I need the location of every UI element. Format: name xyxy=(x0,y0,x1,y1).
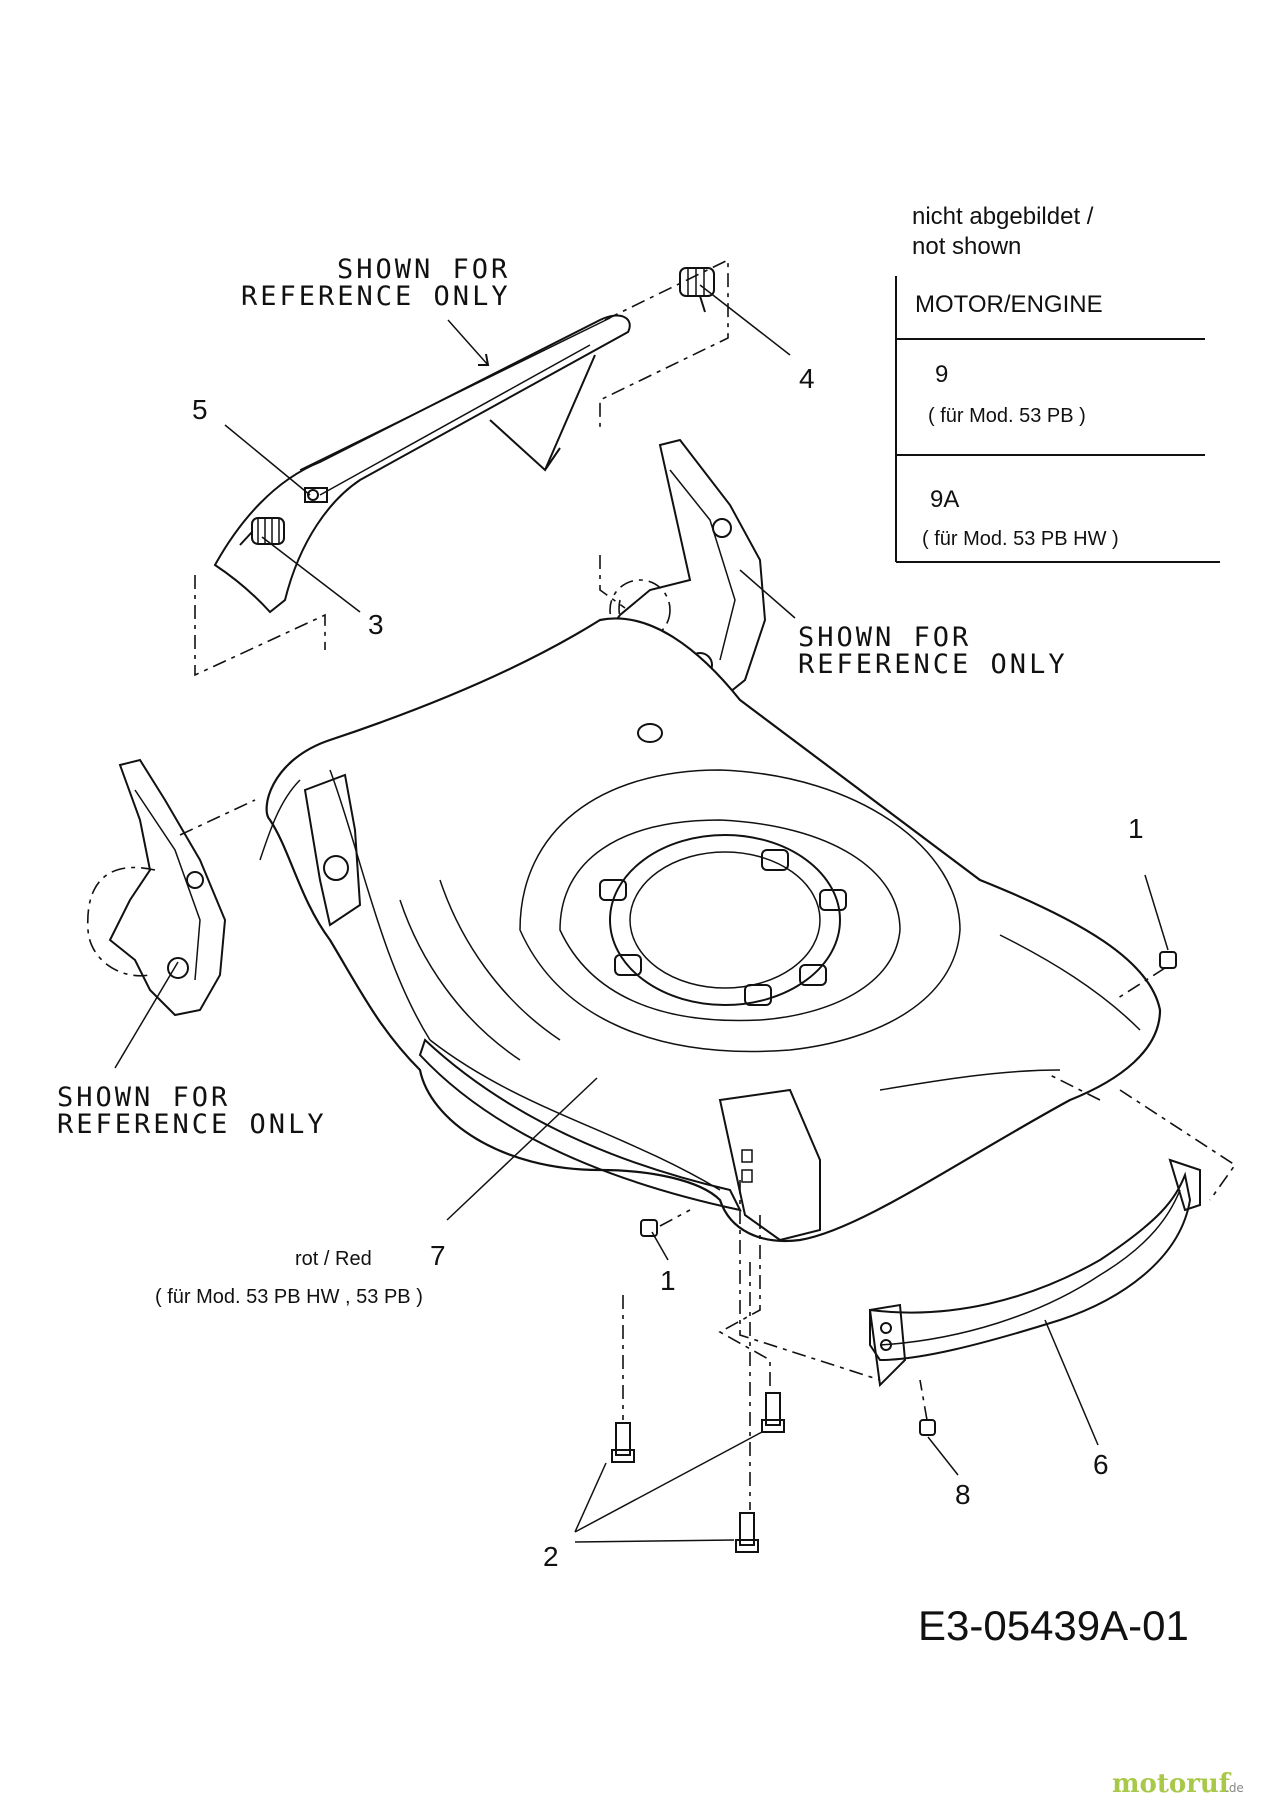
svg-text:.de: .de xyxy=(1225,1781,1244,1795)
not-shown-table: nicht abgebildet / not shown MOTOR/ENGIN… xyxy=(895,203,1220,563)
diagram-id: E3-05439A-01 xyxy=(918,1602,1189,1649)
bolts-2 xyxy=(611,1215,785,1553)
rear-guard-6 xyxy=(739,1074,1237,1388)
upper-handle-bracket xyxy=(194,258,729,677)
svg-text:motoruf: motoruf xyxy=(1112,1769,1232,1799)
reference-note-line2: REFERENCE ONLY xyxy=(798,649,1068,680)
reference-note-top-right: SHOWN FOR REFERENCE ONLY xyxy=(798,622,1068,680)
screw-1-right xyxy=(1114,951,1177,1001)
callout-4: 4 xyxy=(799,363,815,394)
callout-1-left: 1 xyxy=(660,1265,676,1296)
reference-note-top-left: SHOWN FOR REFERENCE ONLY xyxy=(241,254,511,312)
table-row-9a-note: ( für Mod. 53 PB HW ) xyxy=(922,528,1119,550)
callout-2: 2 xyxy=(543,1541,559,1572)
callout-6: 6 xyxy=(1093,1449,1109,1480)
table-row-9a: 9A xyxy=(930,486,959,513)
spring-4 xyxy=(679,267,715,313)
callout-1-right: 1 xyxy=(1128,813,1144,844)
callout-5: 5 xyxy=(192,394,208,425)
table-row-9: 9 xyxy=(935,361,948,388)
reference-note-line1: SHOWN FOR xyxy=(337,254,510,285)
callout-3: 3 xyxy=(368,609,384,640)
not-shown-heading-2: not shown xyxy=(912,233,1021,260)
part7-models-note: ( für Mod. 53 PB HW , 53 PB ) xyxy=(155,1286,423,1308)
callout-7: 7 xyxy=(430,1240,446,1271)
mower-deck-shell xyxy=(259,617,1162,1242)
engine-mount-bosses xyxy=(599,849,847,1006)
watermark-logo: motoruf .de xyxy=(1112,1769,1244,1799)
screw-1-left xyxy=(640,1209,691,1237)
table-row-9-note: ( für Mod. 53 PB ) xyxy=(928,405,1086,427)
nut-8 xyxy=(919,1379,936,1436)
pin-5 xyxy=(304,487,328,503)
left-height-adjuster xyxy=(87,758,256,1017)
reference-note-line2: REFERENCE ONLY xyxy=(57,1109,327,1140)
leader-lines xyxy=(114,284,1169,1543)
reference-note-left: SHOWN FOR REFERENCE ONLY xyxy=(57,1082,327,1140)
not-shown-heading-1: nicht abgebildet / xyxy=(912,203,1094,230)
reference-note-line1: SHOWN FOR xyxy=(57,1082,230,1113)
reference-note-line2: REFERENCE ONLY xyxy=(241,281,511,312)
table-row-motor: MOTOR/ENGINE xyxy=(915,291,1103,318)
spring-3 xyxy=(239,517,285,546)
part7-color-note: rot / Red xyxy=(295,1248,372,1270)
callout-8: 8 xyxy=(955,1479,971,1510)
reference-note-line1: SHOWN FOR xyxy=(798,622,971,653)
